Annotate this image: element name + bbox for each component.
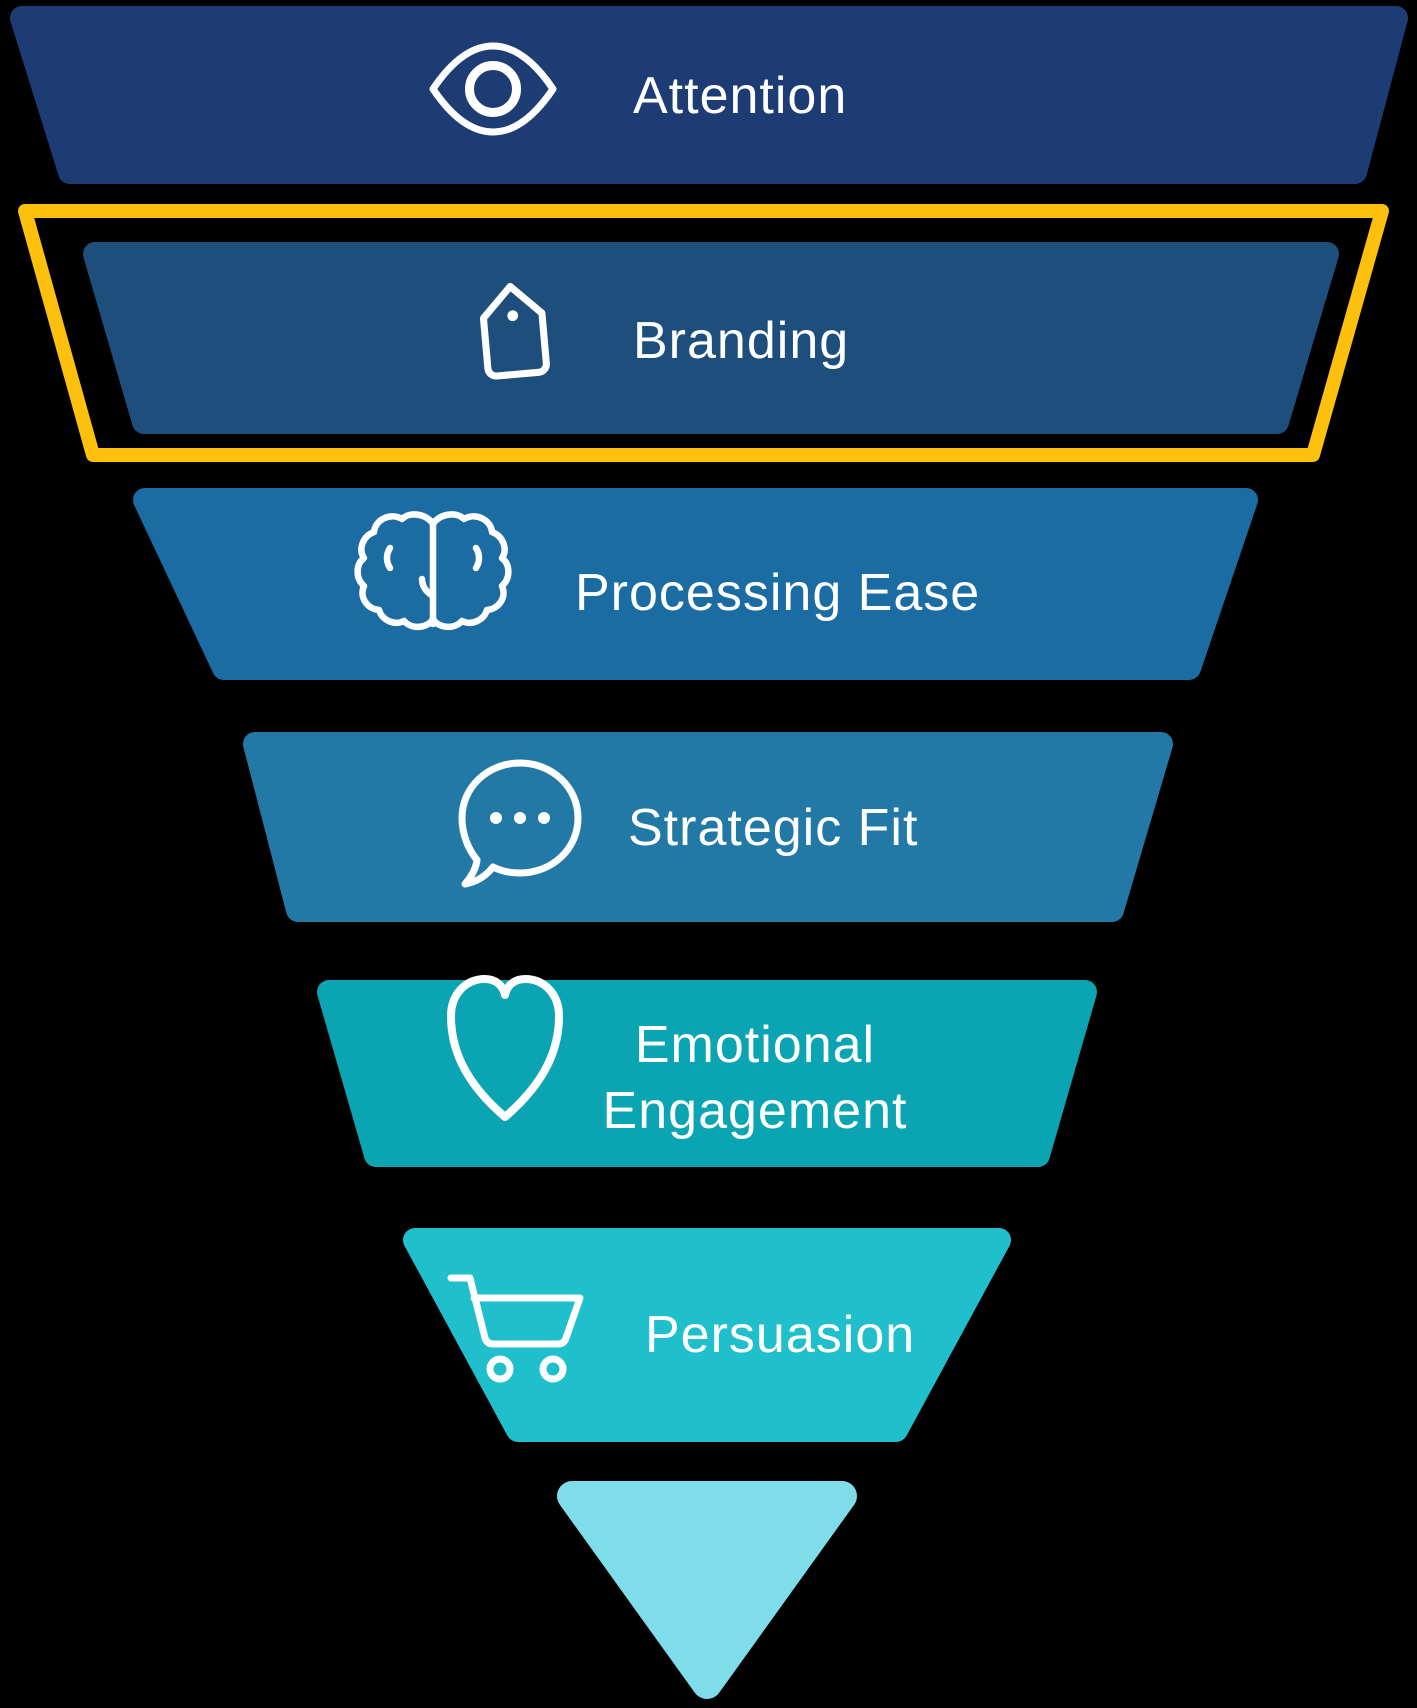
- attention-band-shape: [10, 6, 1408, 184]
- emotional-engagement-band-shape: [317, 980, 1097, 1167]
- heart-icon: [447, 975, 563, 1121]
- funnel-stage-strategic-fit: Strategic Fit: [243, 732, 1173, 922]
- branding-band-shape: [83, 242, 1339, 434]
- stage-label-attention: Attention: [633, 67, 847, 125]
- funnel-stage-attention: Attention: [10, 6, 1408, 184]
- stage-label-emotional: Emotional: [635, 1016, 875, 1074]
- brain-icon: [354, 511, 512, 630]
- funnel-stage-branding: Branding: [83, 242, 1339, 434]
- stage-label-strategic-fit: Strategic Fit: [628, 799, 918, 857]
- funnel-tip-shape: [557, 1481, 857, 1699]
- stage-label-processing-ease: Processing Ease: [575, 564, 980, 622]
- stage-label-branding: Branding: [633, 312, 849, 370]
- eye-icon: [429, 42, 557, 136]
- branding-highlight-border: [18, 204, 1389, 462]
- funnel-stage-emotional-engagement: Emotional Engagement: [317, 975, 1097, 1167]
- stage-label-engagement: Engagement: [603, 1082, 908, 1140]
- shopping-cart-icon: [447, 1274, 584, 1383]
- funnel-stage-persuasion: Persuasion: [403, 1228, 1011, 1442]
- funnel-stage-processing-ease: Processing Ease: [133, 488, 1258, 680]
- persuasion-band-shape: [403, 1228, 1011, 1442]
- strategic-fit-band-shape: [243, 732, 1173, 922]
- speech-bubble-icon: [458, 759, 582, 888]
- price-tag-icon: [479, 282, 550, 380]
- stage-label-persuasion: Persuasion: [645, 1306, 915, 1364]
